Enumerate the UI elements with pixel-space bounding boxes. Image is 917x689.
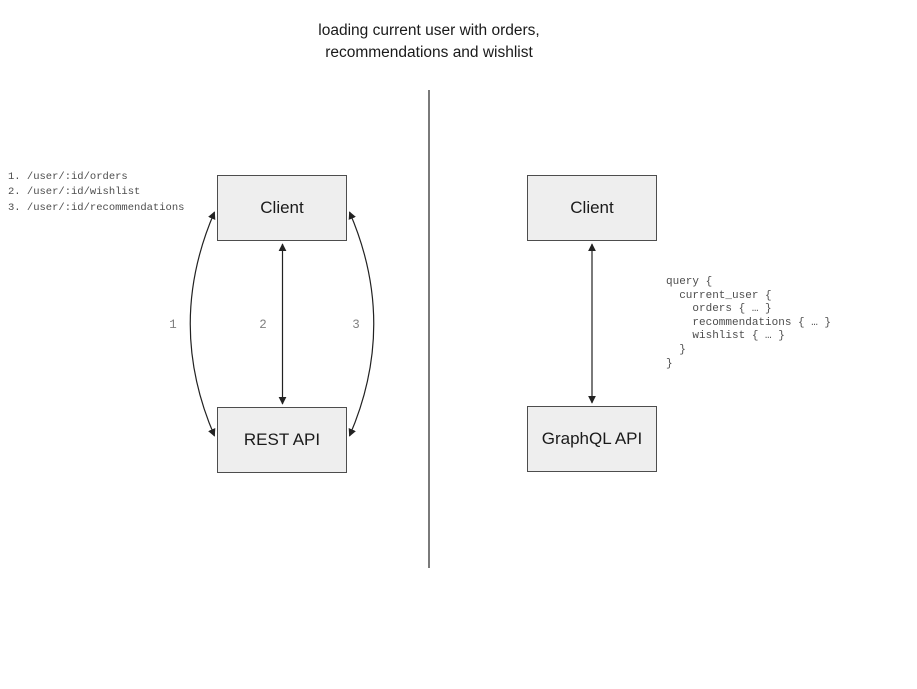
arrow-label-2: 2: [259, 318, 267, 332]
arrow-label-1: 1: [169, 318, 177, 332]
endpoint-wishlist: 2. /user/:id/wishlist: [8, 186, 141, 199]
rest-endpoint-list: 1. /user/:id/orders 2. /user/:id/wishlis…: [8, 170, 184, 216]
rest-api-label: REST API: [243, 430, 321, 449]
graphql-api-node: GraphQL API: [527, 406, 657, 472]
endpoint-orders: 1. /user/:id/orders: [8, 171, 128, 183]
rest-api-node: REST API: [217, 407, 347, 473]
arrow-label-3: 3: [352, 318, 360, 332]
rest-client-label: Client: [260, 198, 304, 217]
title-line-1: loading current user with orders,: [318, 22, 540, 39]
rest-client-node: Client: [217, 175, 347, 241]
panel-divider: [428, 90, 430, 568]
graphql-api-label: GraphQL API: [541, 429, 643, 448]
arrow-orders: [189, 211, 216, 437]
graphql-client-node: Client: [527, 175, 657, 241]
endpoint-recommendations: 3. /user/:id/recommendations: [8, 201, 185, 214]
diagram-title: loading current user with orders, recomm…: [279, 20, 579, 64]
graphql-client-label: Client: [570, 198, 614, 217]
graphql-query-code: query { current_user { orders { … } reco…: [666, 276, 832, 370]
title-line-2: recommendations and wishlist: [325, 44, 533, 61]
